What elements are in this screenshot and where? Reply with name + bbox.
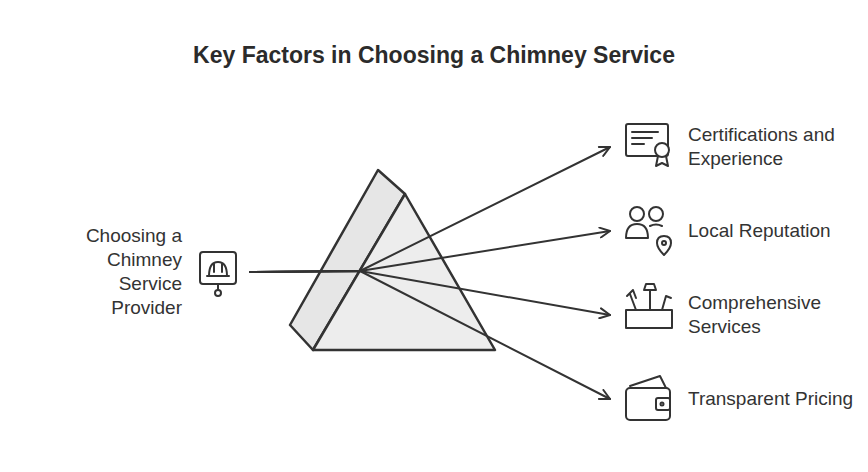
connector-arrow <box>250 271 610 315</box>
factor-node: Transparent Pricing <box>612 387 863 411</box>
hardhat-icon <box>200 252 236 296</box>
certificate-icon <box>626 124 669 166</box>
connector-arrow <box>250 231 610 272</box>
connector-arrow <box>250 271 610 399</box>
toolbox-icon <box>626 284 672 328</box>
people-icon <box>626 207 671 255</box>
node-label: Transparent Pricing <box>688 387 863 411</box>
node-label: Comprehensive Services <box>688 291 863 339</box>
diagram-title: Key Factors in Choosing a Chimney Servic… <box>0 42 868 69</box>
node-label: Certifications and Experience <box>688 123 863 171</box>
factor-node: Local Reputation <box>612 219 863 243</box>
factor-node: Choosing a Chimney Service Provider <box>60 224 250 320</box>
connector-arrow <box>250 147 610 272</box>
factor-node: Certifications and Experience <box>612 123 863 171</box>
node-label: Choosing a Chimney Service Provider <box>60 224 182 320</box>
node-label: Local Reputation <box>688 219 863 243</box>
factor-node: Comprehensive Services <box>612 291 863 339</box>
wallet-icon <box>626 376 670 420</box>
